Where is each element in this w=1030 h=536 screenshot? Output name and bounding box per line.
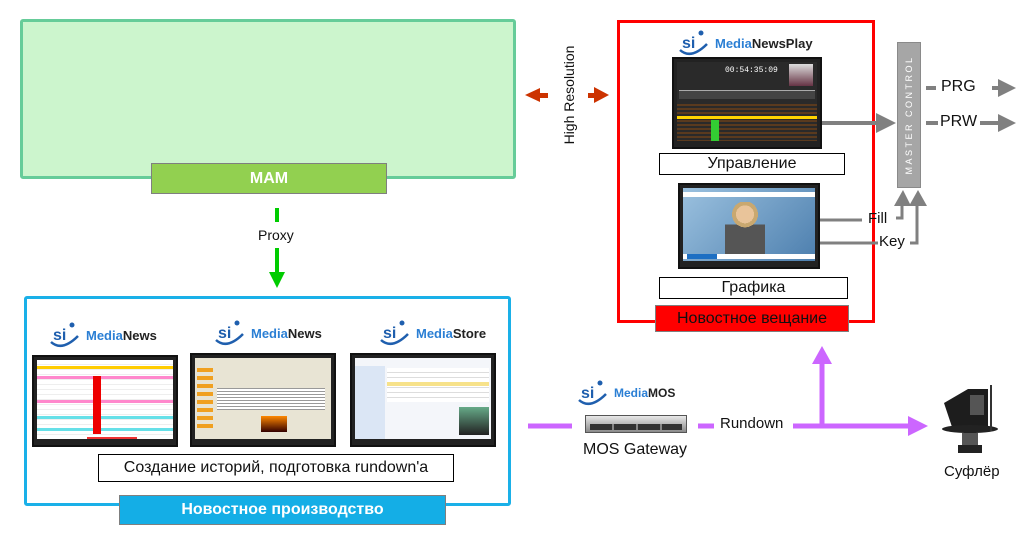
proxy-label: Proxy bbox=[258, 227, 294, 243]
key-signal-label: Key bbox=[879, 233, 905, 250]
graphics-caption: Графика bbox=[659, 277, 848, 299]
master-control-block: MASTER CONTROL bbox=[897, 42, 921, 188]
player-timecode: 00:54:35:09 bbox=[725, 66, 778, 75]
mam-container bbox=[20, 19, 516, 179]
production-caption: Создание историй, подготовка rundown'a bbox=[98, 454, 454, 482]
prw-output-label: PRW bbox=[940, 113, 978, 130]
svg-text:si: si bbox=[383, 325, 396, 342]
medianews-rundown-screen bbox=[32, 355, 178, 447]
prg-output-label: PRG bbox=[941, 78, 976, 95]
svg-text:si: si bbox=[581, 385, 594, 402]
prw-output-arrow bbox=[926, 114, 1016, 132]
teleprompter-icon bbox=[938, 383, 1004, 455]
medianews-editor-screen bbox=[190, 353, 336, 447]
news-broadcast-label: Новостное вещание bbox=[655, 305, 849, 332]
product-logo-medianews-1: si MediaNews bbox=[48, 322, 157, 348]
control-to-master-arrow bbox=[822, 113, 896, 133]
mos-gateway-label: MOS Gateway bbox=[583, 441, 688, 458]
svg-text:si: si bbox=[218, 325, 231, 342]
high-resolution-label: High Resolution bbox=[561, 45, 577, 145]
product-logo-medianews-2: si MediaNews bbox=[213, 320, 322, 346]
server-rack-icon bbox=[585, 415, 687, 433]
newsplay-control-screen: 00:54:35:09 bbox=[672, 57, 822, 149]
product-logo-mediastore: si MediaStore bbox=[378, 320, 486, 346]
mam-label: MAM bbox=[151, 163, 387, 194]
key-signal-line bbox=[818, 190, 927, 245]
si-logo-icon: si bbox=[48, 322, 82, 348]
si-logo-icon: si bbox=[677, 30, 711, 56]
fill-signal-label: Fill bbox=[868, 210, 888, 227]
high-resolution-arrow bbox=[525, 87, 609, 103]
graphics-output-screen bbox=[678, 183, 820, 269]
prg-output-arrow bbox=[926, 79, 1016, 97]
control-caption: Управление bbox=[659, 153, 845, 175]
si-logo-icon: si bbox=[378, 320, 412, 346]
mos-link bbox=[528, 346, 928, 436]
si-logo-icon: si bbox=[213, 320, 247, 346]
news-production-label: Новостное производство bbox=[119, 495, 446, 525]
product-logo-medianewsplay: si MediaNewsPlay bbox=[677, 30, 813, 56]
product-logo-mediamos: si MediaMOS bbox=[576, 380, 675, 406]
fill-signal-line bbox=[818, 190, 911, 222]
svg-text:si: si bbox=[53, 327, 66, 344]
prompter-label: Суфлёр bbox=[944, 463, 1000, 480]
mediastore-screen bbox=[350, 353, 496, 447]
proxy-arrow bbox=[269, 208, 285, 288]
svg-text:si: si bbox=[682, 35, 695, 52]
rundown-label: Rundown bbox=[720, 415, 784, 432]
si-logo-icon: si bbox=[576, 380, 610, 406]
